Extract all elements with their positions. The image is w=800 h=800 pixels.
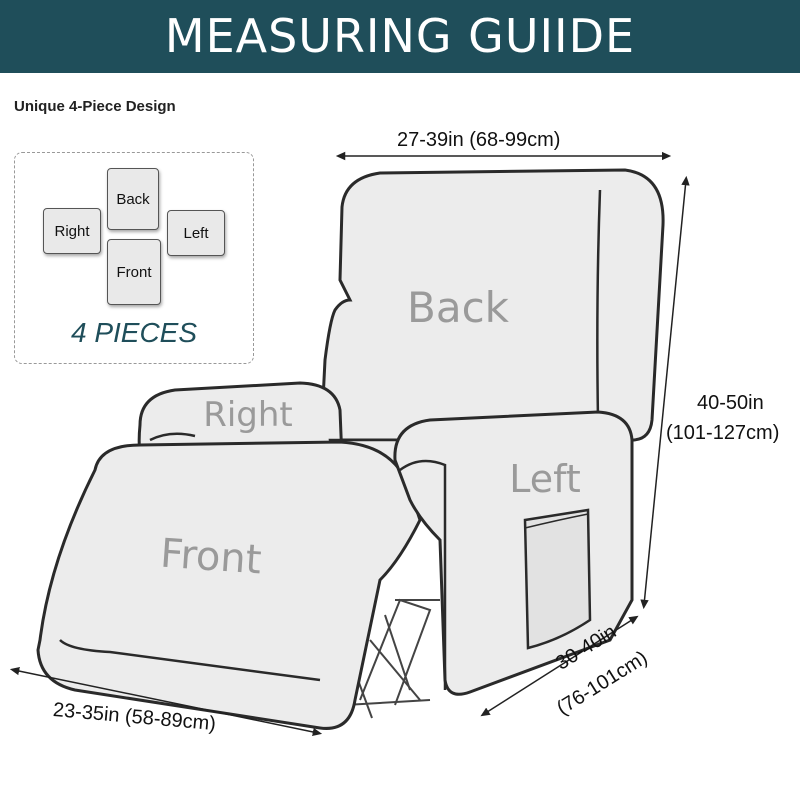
chair-front	[36, 440, 422, 730]
chair-label-left: Left	[509, 457, 581, 501]
chair-label-front: Front	[159, 531, 263, 584]
piece-right: Right	[43, 208, 101, 254]
page-title: MEASURING GUIIDE	[164, 9, 636, 63]
width-measurement: 27-39in (68-99cm)	[397, 129, 561, 151]
piece-back: Back	[107, 168, 159, 230]
height-dimension-line	[640, 175, 690, 610]
footrest-dimension-line	[9, 666, 323, 737]
pieces-diagram: Back Right Left Front 4 PIECES	[14, 152, 254, 364]
design-subtitle: Unique 4-Piece Design	[14, 98, 176, 115]
height-measurement-in: 40-50in	[697, 392, 764, 414]
header-banner: MEASURING GUIIDE	[0, 0, 800, 73]
pieces-caption: 4 PIECES	[70, 317, 198, 348]
piece-left: Left	[167, 210, 225, 256]
recliner-mechanism	[344, 598, 440, 719]
height-measurement-cm: (101-127cm)	[666, 422, 780, 444]
chair-label-right: Right	[203, 395, 293, 435]
depth-dimension-line	[480, 615, 639, 717]
piece-front: Front	[107, 239, 161, 305]
side-pocket	[523, 508, 592, 650]
chair-label-back: Back	[407, 283, 510, 332]
